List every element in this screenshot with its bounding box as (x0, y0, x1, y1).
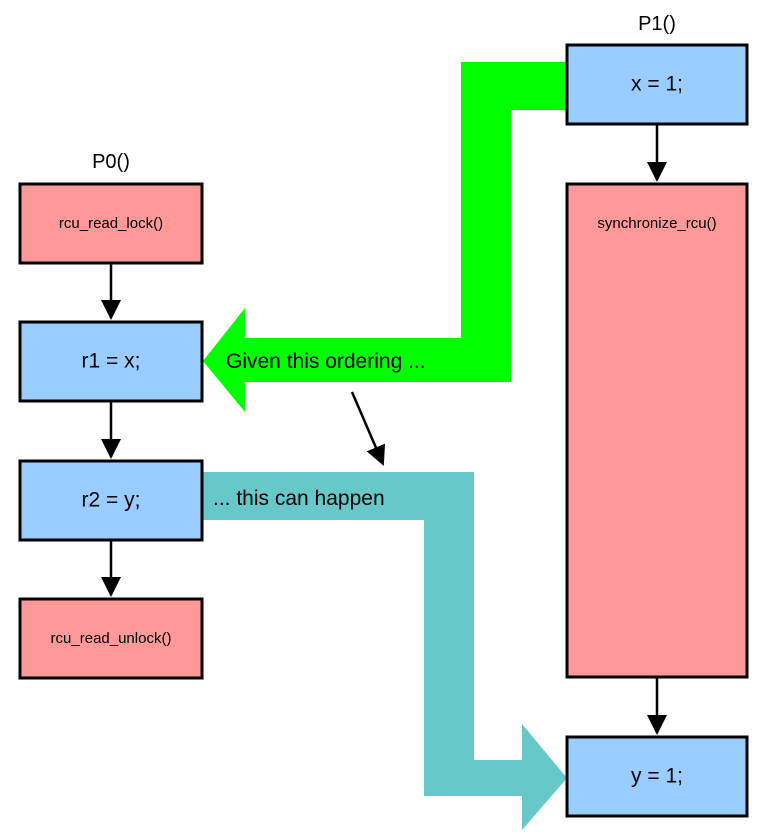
p1-header: P1() (638, 13, 676, 35)
synchronize-rcu-box (565, 182, 749, 679)
r1-assign-label: r1 = x; (82, 350, 141, 373)
r2-assign-label: r2 = y; (82, 489, 141, 512)
implication-arrow (350, 391, 386, 466)
rcu-read-unlock-box (18, 597, 204, 680)
teal-happen-arrow (203, 472, 567, 830)
rcu-read-unlock-label: rcu_read_unlock() (51, 630, 172, 647)
r1-assign-box (18, 320, 204, 403)
x-assign-box (565, 43, 749, 126)
y-assign-label: y = 1; (631, 765, 683, 788)
p0-header: P0() (92, 151, 130, 173)
r2-assign-box (18, 459, 204, 542)
rcu-read-lock-label: rcu_read_lock() (59, 215, 163, 232)
green-ordering-arrow (203, 62, 567, 412)
given-ordering-annotation: Given this ordering ... (226, 350, 426, 373)
can-happen-annotation: ... this can happen (213, 487, 385, 510)
x-assign-label: x = 1; (631, 73, 683, 96)
y-assign-box (565, 735, 749, 818)
synchronize-rcu-label: synchronize_rcu() (597, 215, 716, 232)
rcu-read-lock-box (18, 182, 204, 265)
